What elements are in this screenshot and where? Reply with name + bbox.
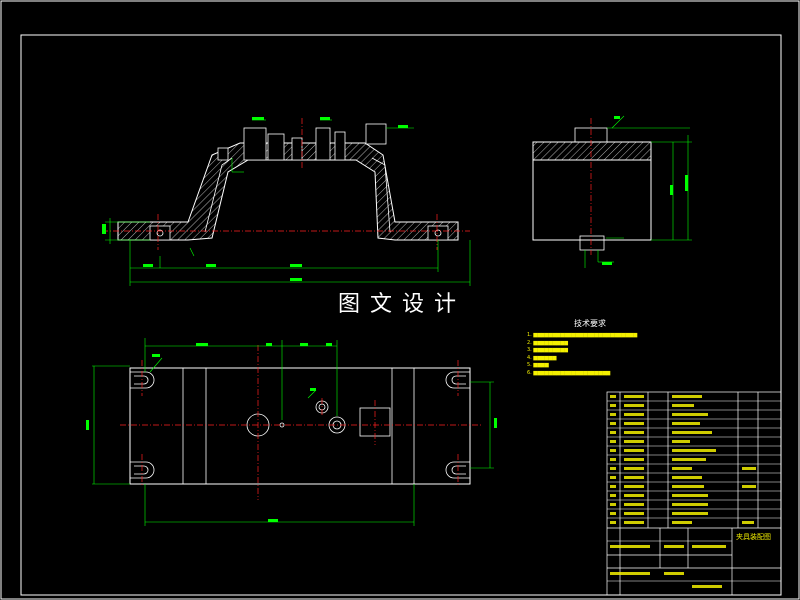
parts-list-illegible-entries bbox=[610, 395, 756, 588]
parts-list-rows bbox=[607, 400, 781, 582]
technical-requirements-title: 技术要求 bbox=[574, 319, 606, 328]
technical-requirement-item: 6. ▆▆▆▆▆▆▆▆▆▆▆▆▆▆▆▆▆▆▆▆ bbox=[527, 369, 611, 376]
technical-requirement-item: 2. ▆▆▆▆▆▆▆▆▆ bbox=[527, 339, 568, 346]
title-block bbox=[606, 391, 782, 596]
drawing-title: 夹具装配图 bbox=[736, 533, 771, 541]
top-view bbox=[86, 338, 497, 526]
side-view bbox=[532, 115, 692, 268]
technical-requirements-list: 1. ▆▆▆▆▆▆▆▆▆▆▆▆▆▆▆▆▆▆▆▆▆▆▆▆▆▆▆ 2. ▆▆▆▆▆▆… bbox=[527, 332, 637, 377]
front-view bbox=[102, 117, 471, 286]
technical-requirement-item: 1. ▆▆▆▆▆▆▆▆▆▆▆▆▆▆▆▆▆▆▆▆▆▆▆▆▆▆▆ bbox=[527, 332, 638, 338]
watermark-text: 图文设计 bbox=[338, 292, 467, 317]
technical-requirement-item: 5. ▆▆▆▆ bbox=[527, 362, 549, 368]
technical-requirement-item: 3. ▆▆▆▆▆▆▆▆▆ bbox=[527, 347, 568, 353]
front-view-body bbox=[117, 142, 459, 241]
technical-requirement-item: 4. ▆▆▆▆▆▆ bbox=[527, 354, 557, 361]
